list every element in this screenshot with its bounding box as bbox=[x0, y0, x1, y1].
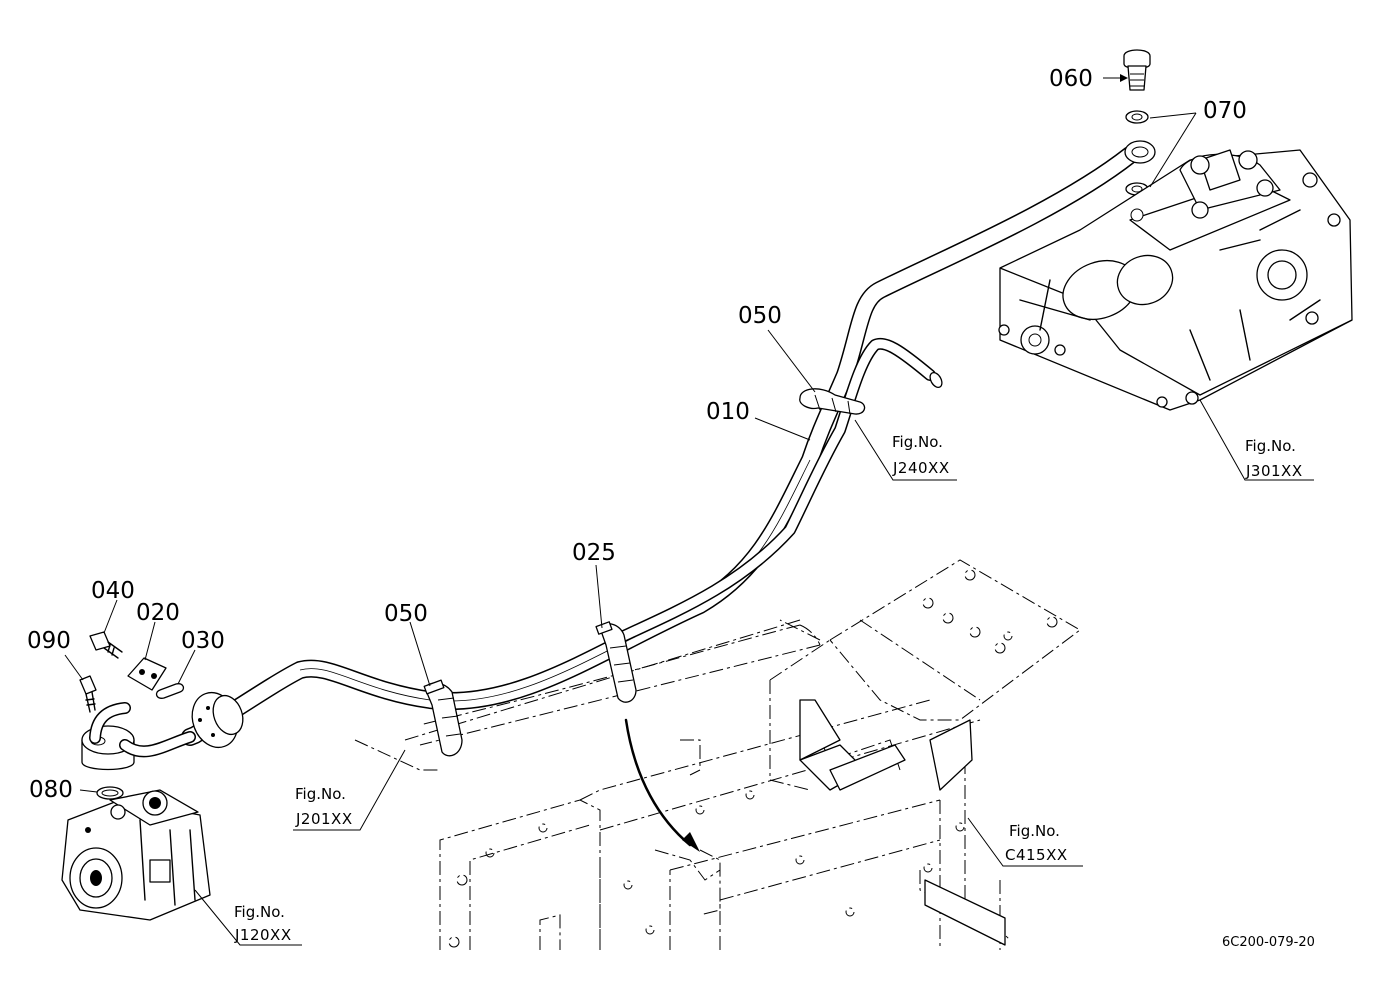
fig-ref-label: Fig.No. bbox=[295, 785, 346, 803]
fig-ref-label: Fig.No. bbox=[1245, 437, 1296, 455]
label-030: 030 bbox=[181, 628, 225, 654]
pipe-010 bbox=[181, 146, 1139, 746]
figure-references: Fig.No. J240XX Fig.No. J301XX Fig.No. J2… bbox=[234, 433, 1303, 944]
union-fitting bbox=[191, 691, 244, 749]
leader-lines bbox=[64, 74, 1314, 946]
clamp-025 bbox=[595, 621, 637, 703]
bolt-090 bbox=[79, 675, 97, 713]
label-090: 090 bbox=[27, 628, 71, 654]
fig-ref-code: J201XX bbox=[295, 810, 353, 828]
label-060: 060 bbox=[1049, 66, 1093, 92]
label-040: 040 bbox=[91, 578, 135, 604]
pump-assembly bbox=[61, 789, 211, 921]
bolt-060 bbox=[1123, 49, 1151, 91]
banjo-eye bbox=[1124, 140, 1156, 164]
label-070: 070 bbox=[1203, 98, 1247, 124]
label-050-lower: 050 bbox=[384, 601, 428, 627]
fig-ref-code: J240XX bbox=[892, 459, 950, 477]
diagram-code: 6C200-079-20 bbox=[1222, 935, 1315, 950]
fig-ref-label: Fig.No. bbox=[234, 903, 285, 921]
label-080: 080 bbox=[29, 777, 73, 803]
fig-ref-label: Fig.No. bbox=[1009, 822, 1060, 840]
fig-ref-code: J120XX bbox=[234, 926, 292, 944]
clip-020 bbox=[127, 657, 167, 691]
label-050-upper: 050 bbox=[738, 303, 782, 329]
fig-ref-code: J301XX bbox=[1245, 462, 1303, 480]
oring-080 bbox=[96, 786, 124, 800]
label-025: 025 bbox=[572, 540, 616, 566]
fitting-block bbox=[81, 702, 196, 771]
fig-ref-label: Fig.No. bbox=[892, 433, 943, 451]
label-010: 010 bbox=[706, 399, 750, 425]
label-020: 020 bbox=[136, 600, 180, 626]
pin-030 bbox=[155, 683, 185, 699]
fig-ref-code: C415XX bbox=[1005, 846, 1068, 864]
direction-arrow bbox=[624, 718, 700, 852]
hydraulic-valve-body bbox=[998, 149, 1353, 411]
bolt-040 bbox=[89, 631, 123, 659]
clamp-050-upper bbox=[799, 388, 866, 415]
clamp-050-lower bbox=[423, 679, 463, 757]
washer-070-top bbox=[1125, 110, 1149, 124]
guide-tube bbox=[419, 624, 821, 746]
frame-brackets bbox=[799, 699, 1006, 946]
part-number-labels: 060 070 050 010 025 050 040 020 030 090 … bbox=[27, 66, 1247, 803]
